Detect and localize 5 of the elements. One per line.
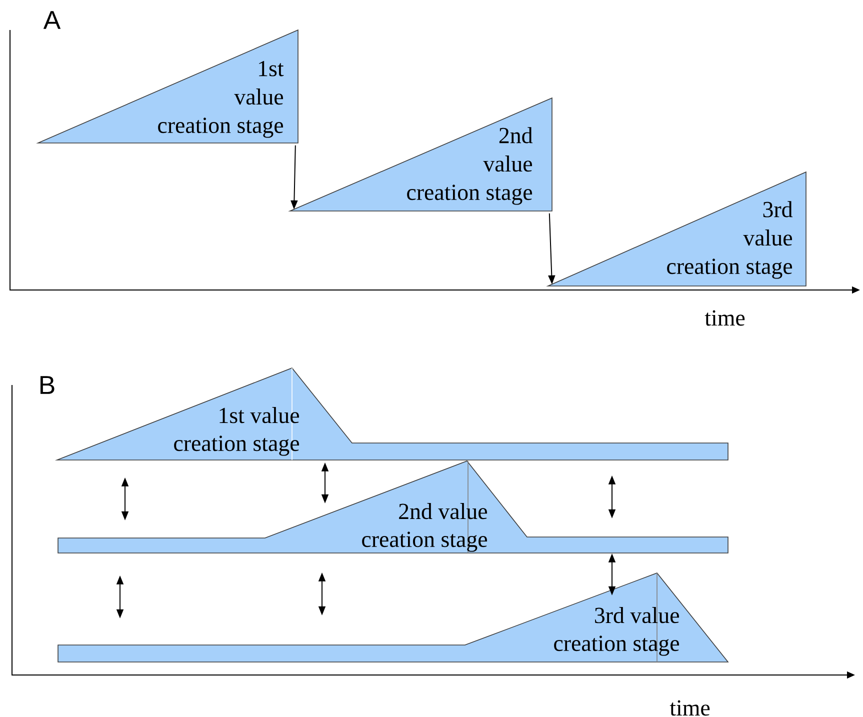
stage-band: 3rd value creation stage (58, 572, 729, 662)
panel-letter: B (40, 376, 54, 394)
axis-label: time (704, 310, 745, 326)
stage-band: 2nd value creation stage (58, 460, 728, 554)
axis-label: time (670, 700, 710, 716)
